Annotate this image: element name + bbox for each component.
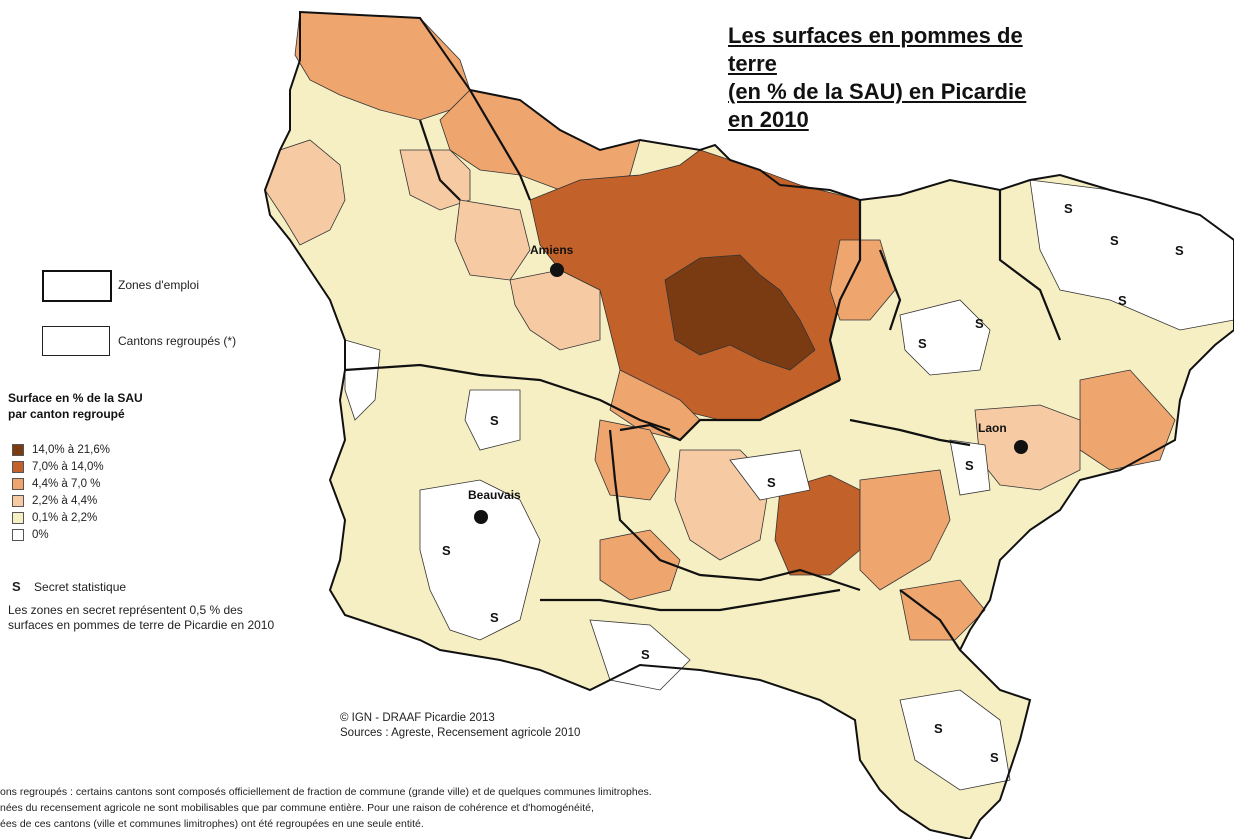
map-title-line1: Les surfaces en pommes de terre <box>728 23 1023 76</box>
legend-class-row: 2,2% à 4,4% <box>12 493 97 509</box>
legend-class-label: 0,1% à 2,2% <box>32 512 98 524</box>
secret-mark: S <box>965 458 974 473</box>
secret-mark: S <box>918 336 927 351</box>
secret-note-line2: surfaces en pommes de terre de Picardie … <box>8 618 275 632</box>
zone-bray <box>344 339 381 421</box>
secret-mark: S <box>990 750 999 765</box>
secret-mark: S <box>975 316 984 331</box>
secret-mark: S <box>1118 293 1127 308</box>
secret-mark: S <box>1175 243 1184 258</box>
legend-cantons-swatch <box>42 326 110 356</box>
secret-mark: S <box>767 475 776 490</box>
credits: © IGN - DRAAF Picardie 2013 Sources : Ag… <box>340 711 580 741</box>
legend-class-label: 14,0% à 21,6% <box>32 444 111 456</box>
legend-class-row: 0% <box>12 527 49 543</box>
credits-line2: Sources : Agreste, Recensement agricole … <box>340 727 581 739</box>
zone-guise <box>899 299 991 376</box>
footnote-line2: nées du recensement agricole ne sont mob… <box>0 802 594 814</box>
secret-note-line1: Les zones en secret représentent 0,5 % d… <box>8 603 243 617</box>
legend-class-swatch <box>12 461 24 473</box>
legend-class-label: 4,4% à 7,0 % <box>32 478 101 490</box>
region-outline <box>263 10 1234 839</box>
city-beauvais-marker <box>474 510 488 524</box>
legend-class-swatch <box>12 478 24 490</box>
legend-class-row: 14,0% à 21,6% <box>12 442 110 458</box>
legend-class-row: 7,0% à 14,0% <box>12 459 104 475</box>
legend-class-swatch <box>12 495 24 507</box>
map-title-line2: (en % de la SAU) en Picardie en 2010 <box>728 79 1027 132</box>
secret-mark: S <box>442 543 451 558</box>
secret-mark: S <box>934 721 943 736</box>
legend-zones-emploi-label: Zones d'emploi <box>118 278 199 292</box>
legend-secret: S Secret statistique <box>12 579 126 594</box>
secret-note: Les zones en secret représentent 0,5 % d… <box>8 603 338 633</box>
legend-class-label: 2,2% à 4,4% <box>32 495 98 507</box>
zone-aisne-sud <box>899 579 986 641</box>
zones-emploi-boundaries <box>344 89 1062 651</box>
legend-heading-line1: Surface en % de la SAU <box>8 391 143 405</box>
legend-zones-emploi-swatch <box>42 270 112 302</box>
city-amiens: Amiens <box>530 243 574 277</box>
legend-class-swatch <box>12 444 24 456</box>
city-amiens-marker <box>550 263 564 277</box>
legend-secret-label: Secret statistique <box>34 580 127 594</box>
zone-beauvais <box>419 479 541 641</box>
map-title: Les surfaces en pommes de terre (en % de… <box>728 22 1028 134</box>
credits-line1: © IGN - DRAAF Picardie 2013 <box>340 712 495 724</box>
zone-abbeville <box>399 149 471 211</box>
zone-chantilly <box>589 619 691 691</box>
legend-class-swatch <box>12 529 24 541</box>
legend-class-label: 0% <box>32 529 49 541</box>
legend-cantons-label: Cantons regroupés (*) <box>118 334 237 348</box>
legend-secret-symbol: S <box>12 579 21 594</box>
zone-chateau-thierry <box>899 689 1011 791</box>
legend-class-row: 4,4% à 7,0 % <box>12 476 100 492</box>
secret-mark: S <box>490 413 499 428</box>
footnote-line1: ons regroupés : certains cantons sont co… <box>0 786 652 798</box>
city-amiens-label: Amiens <box>530 243 574 257</box>
city-beauvais-label: Beauvais <box>468 488 521 502</box>
legend-class-row: 0,1% à 2,2% <box>12 510 97 526</box>
zone-compiegne <box>599 529 681 601</box>
secret-mark: S <box>641 647 650 662</box>
city-laon: Laon <box>978 421 1028 454</box>
zone-littoral-ouest <box>264 139 346 246</box>
footnote: ons regroupés : certains cantons sont co… <box>0 784 930 832</box>
city-beauvais: Beauvais <box>468 488 521 524</box>
legend-heading-line2: par canton regroupé <box>8 407 125 421</box>
secret-mark: S <box>1110 233 1119 248</box>
zone-laon-ouest <box>949 439 991 496</box>
zone-oise-ouest <box>464 389 521 451</box>
city-laon-label: Laon <box>978 421 1007 435</box>
zone-noyon <box>729 449 811 501</box>
secret-marks: S S S S S S S S S S S S S S <box>442 201 1184 765</box>
secret-mark: S <box>1064 201 1073 216</box>
zone-soissons <box>859 469 951 591</box>
legend-class-label: 7,0% à 14,0% <box>32 461 104 473</box>
zone-saint-quentin <box>829 239 896 321</box>
legend-class-swatch <box>12 512 24 524</box>
zone-soissons-ouest <box>774 474 861 576</box>
footnote-line3: ées de ces cantons (ville et communes li… <box>0 818 424 830</box>
legend-heading: Surface en % de la SAU par canton regrou… <box>8 390 143 422</box>
zone-montdidier <box>594 419 671 501</box>
zone-peronne-centre <box>664 254 816 371</box>
city-laon-marker <box>1014 440 1028 454</box>
secret-mark: S <box>490 610 499 625</box>
